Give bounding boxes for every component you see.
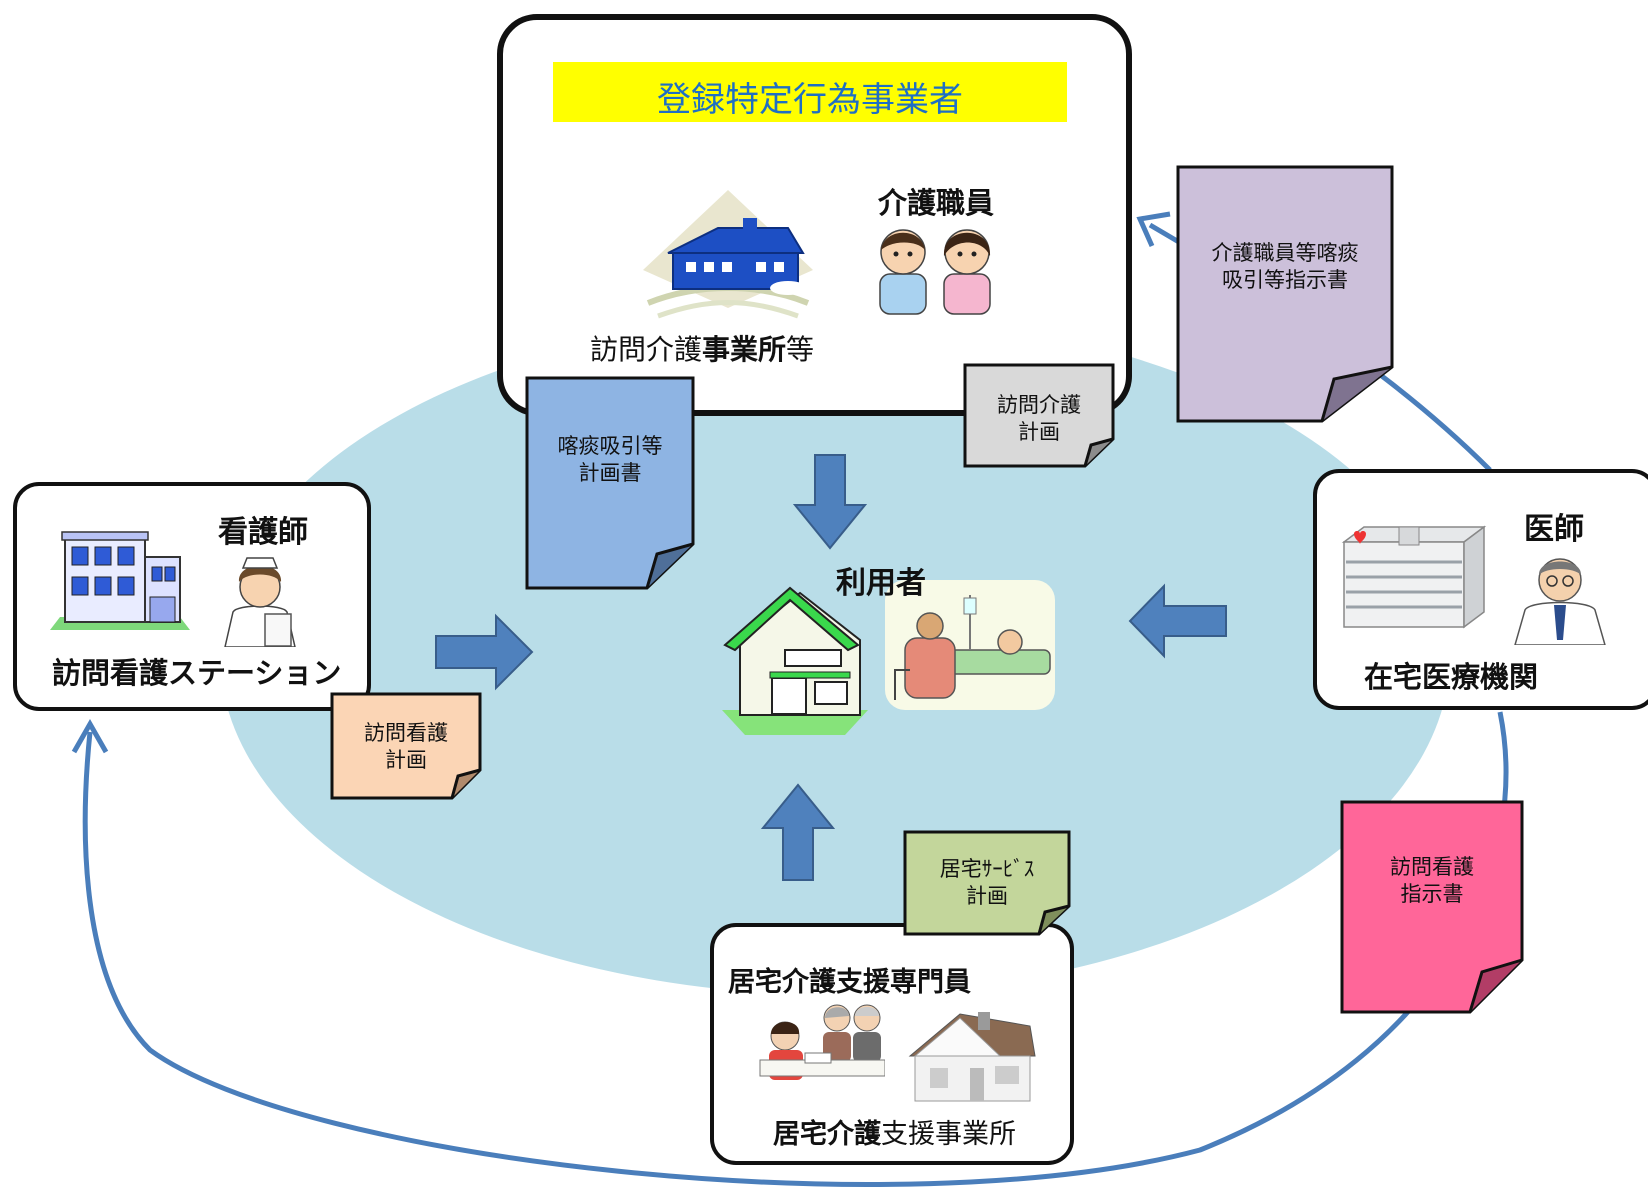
operator-banner-title: 登録特定行為事業者 bbox=[657, 80, 963, 120]
care-support-office-label-light: 支援事業所 bbox=[881, 1119, 1016, 1150]
home-service-plan-text: 居宅ｻｰﾋﾞｽ 計画 bbox=[939, 857, 1035, 908]
doctor-icon bbox=[1514, 558, 1606, 645]
care-manager-role-label: 居宅介護支援専門員 bbox=[728, 967, 971, 998]
sputum-suction-plan-note bbox=[525, 376, 695, 590]
user-label: 利用者 bbox=[836, 566, 926, 601]
home-nursing-instruction-text: 訪問看護 指示書 bbox=[1390, 855, 1474, 906]
doctor-role-label: 医師 bbox=[1524, 512, 1584, 547]
home-nursing-plan-text: 訪問看護 計画 bbox=[364, 721, 448, 772]
office-label-bold: 事業所 bbox=[702, 333, 787, 366]
arrow-up-from-care-support bbox=[760, 783, 836, 881]
care-staff-instruction-text: 介護職員等喀痰 吸引等指示書 bbox=[1211, 241, 1359, 292]
visiting-care-office-icon bbox=[643, 190, 813, 319]
care-support-office-label-bold: 居宅介護 bbox=[773, 1119, 881, 1150]
nursing-station-name: 訪問看護ステーション bbox=[52, 656, 342, 690]
care-support-office-label: 居宅介護支援事業所 bbox=[773, 1112, 1016, 1151]
home-care-plan-note bbox=[963, 363, 1115, 468]
hospital-building-icon bbox=[1341, 525, 1487, 629]
nursing-station-building-icon bbox=[50, 531, 190, 630]
arrow-right-from-nursing bbox=[435, 613, 534, 691]
home-service-plan-note bbox=[903, 830, 1071, 936]
sputum-suction-plan-text: 喀痰吸引等 計画書 bbox=[557, 434, 663, 485]
home-medical-name: 在宅医療機関 bbox=[1364, 660, 1539, 694]
home-nursing-plan-note bbox=[330, 692, 482, 800]
care-staff-label: 介護職員 bbox=[878, 186, 995, 220]
care-staff-icon bbox=[879, 229, 991, 315]
nurse-role-label: 看護師 bbox=[218, 515, 308, 550]
arrow-down-from-operator bbox=[792, 454, 868, 550]
office-label-light: 訪問介護 bbox=[590, 333, 703, 366]
home-nursing-instruction-note bbox=[1340, 800, 1524, 1014]
home-care-plan-text: 訪問介護 計画 bbox=[997, 393, 1081, 444]
user-in-bed-icon bbox=[885, 580, 1055, 710]
care-support-office-house-icon bbox=[908, 1012, 1036, 1102]
operator-banner bbox=[553, 62, 1067, 122]
nurse-icon bbox=[224, 557, 296, 647]
care-manager-consultation-icon bbox=[759, 1004, 885, 1080]
care-staff-instruction-note bbox=[1176, 165, 1394, 423]
office-label-suffix: 等 bbox=[786, 333, 815, 366]
user-house-icon bbox=[722, 586, 868, 735]
arrow-left-from-medical bbox=[1128, 583, 1227, 659]
visiting-care-office-label: 訪問介護事業所等 bbox=[590, 328, 814, 368]
